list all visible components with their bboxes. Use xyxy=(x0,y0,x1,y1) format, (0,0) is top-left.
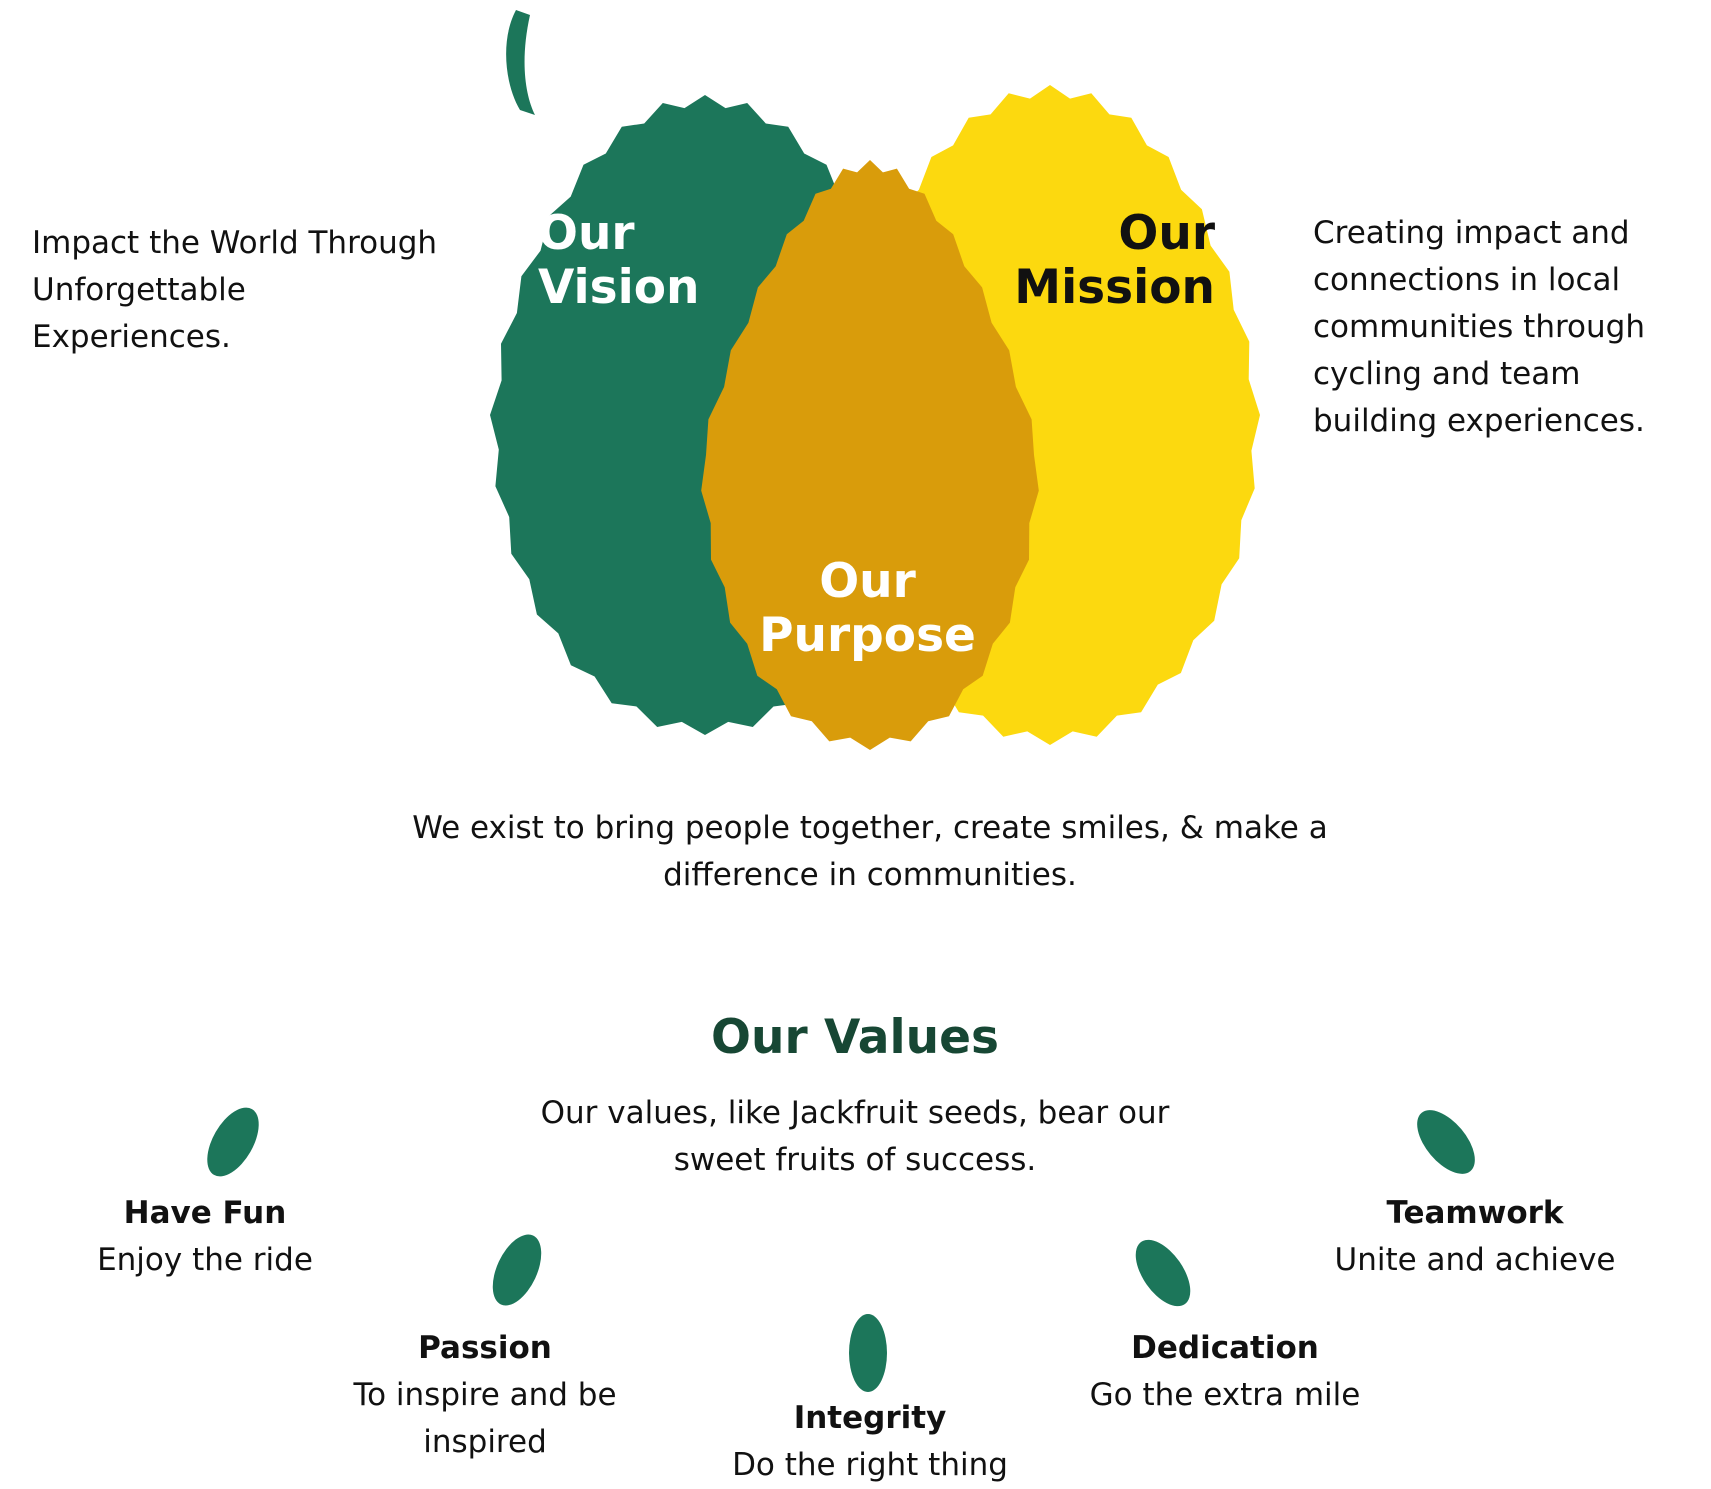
value-integrity: Integrity Do the right thing xyxy=(700,1395,1040,1489)
values-subtitle: Our values, like Jackfruit seeds, bear o… xyxy=(540,1095,1170,1178)
value-description: Do the right thing xyxy=(732,1447,1008,1483)
value-have-fun: Have Fun Enjoy the ride xyxy=(55,1190,355,1284)
value-teamwork: Teamwork Unite and achieve xyxy=(1305,1190,1645,1284)
purpose-statement: We exist to bring people together, creat… xyxy=(412,810,1328,893)
mission-label-line1: Our xyxy=(1118,206,1215,261)
seed-icon xyxy=(207,1107,259,1177)
value-name: Integrity xyxy=(793,1400,947,1436)
mission-label: Our Mission xyxy=(1000,207,1215,315)
value-description: To inspire and be inspired xyxy=(353,1377,617,1460)
purpose-label-line2: Purpose xyxy=(759,608,976,663)
stem-icon xyxy=(506,10,535,115)
mission-statement: Creating impact and connections in local… xyxy=(1313,215,1645,439)
value-name: Dedication xyxy=(1131,1330,1319,1366)
vision-label-line1: Our xyxy=(538,206,635,261)
values-title: Our Values xyxy=(711,1010,999,1065)
value-name: Teamwork xyxy=(1386,1195,1564,1231)
value-name: Passion xyxy=(418,1330,552,1366)
seed-icon xyxy=(1135,1239,1191,1307)
purpose-label-line1: Our xyxy=(819,554,916,609)
purpose-label: Our Purpose xyxy=(700,555,1035,663)
value-description: Go the extra mile xyxy=(1089,1377,1361,1413)
purpose-leaf xyxy=(701,160,1039,750)
value-name: Have Fun xyxy=(123,1195,287,1231)
value-description: Unite and achieve xyxy=(1334,1242,1616,1278)
vision-statement: Impact the World Through Unforgettable E… xyxy=(32,225,438,355)
seed-icon xyxy=(492,1234,542,1306)
value-description: Enjoy the ride xyxy=(97,1242,313,1278)
mission-label-line2: Mission xyxy=(1014,260,1215,315)
seed-icon xyxy=(1417,1110,1475,1174)
value-dedication: Dedication Go the extra mile xyxy=(1060,1325,1390,1419)
vision-label: Our Vision xyxy=(538,207,700,315)
vision-label-line2: Vision xyxy=(538,260,700,315)
value-passion: Passion To inspire and be inspired xyxy=(330,1325,640,1466)
seed-icon xyxy=(849,1314,887,1392)
